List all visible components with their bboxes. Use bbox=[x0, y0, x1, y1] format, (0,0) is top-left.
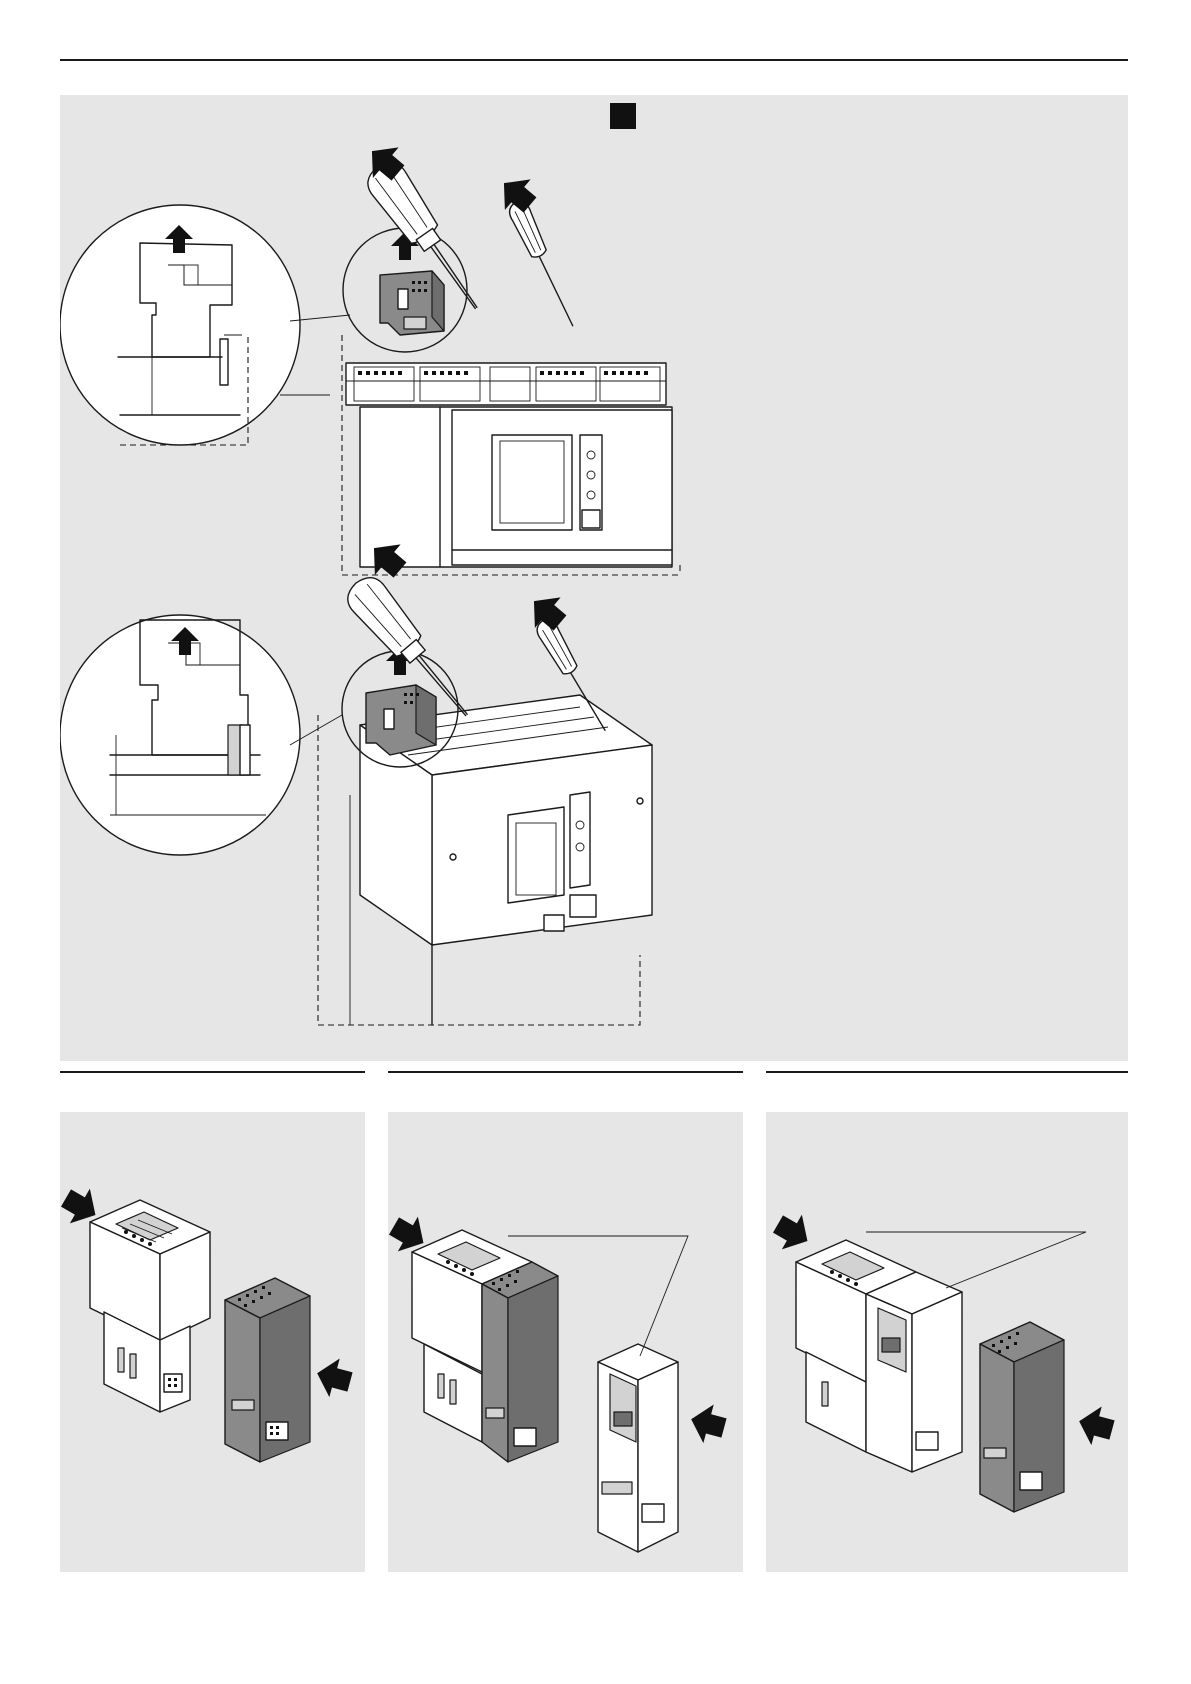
module-front-dark bbox=[380, 271, 444, 335]
arrow-push-icon bbox=[768, 1207, 817, 1259]
sub-rule-1 bbox=[60, 1071, 365, 1073]
arrow-push-icon bbox=[312, 1354, 355, 1401]
adapter-module bbox=[598, 1344, 678, 1552]
breaker-front-body bbox=[342, 335, 680, 575]
main-figure-panel bbox=[60, 95, 1128, 1061]
sub-figure-module-pair-with-adapter bbox=[388, 1112, 743, 1572]
sub-figure-module-pair bbox=[60, 1112, 365, 1572]
arrow-push-icon bbox=[1074, 1402, 1117, 1449]
breaker-perspective-body bbox=[318, 695, 652, 1025]
detail-circle-top bbox=[60, 205, 330, 445]
gray-module bbox=[225, 1278, 310, 1462]
sub-figure-module-trio bbox=[766, 1112, 1128, 1572]
joined-three-modules bbox=[796, 1240, 962, 1472]
sub-rule-3 bbox=[766, 1071, 1128, 1073]
step-marker-icon bbox=[610, 103, 636, 129]
arrow-push-icon bbox=[686, 1400, 729, 1447]
gray-module bbox=[980, 1322, 1064, 1512]
screwdriver-small-icon bbox=[506, 198, 582, 330]
module-adapter-illustration bbox=[388, 1112, 743, 1572]
top-rule bbox=[60, 59, 1128, 61]
main-figure-illustration bbox=[60, 95, 1128, 1061]
module-pair-illustration bbox=[60, 1112, 365, 1572]
sub-rule-2 bbox=[388, 1071, 743, 1073]
joined-modules bbox=[412, 1230, 558, 1462]
module-trio-illustration bbox=[766, 1112, 1128, 1572]
white-module bbox=[90, 1200, 210, 1412]
